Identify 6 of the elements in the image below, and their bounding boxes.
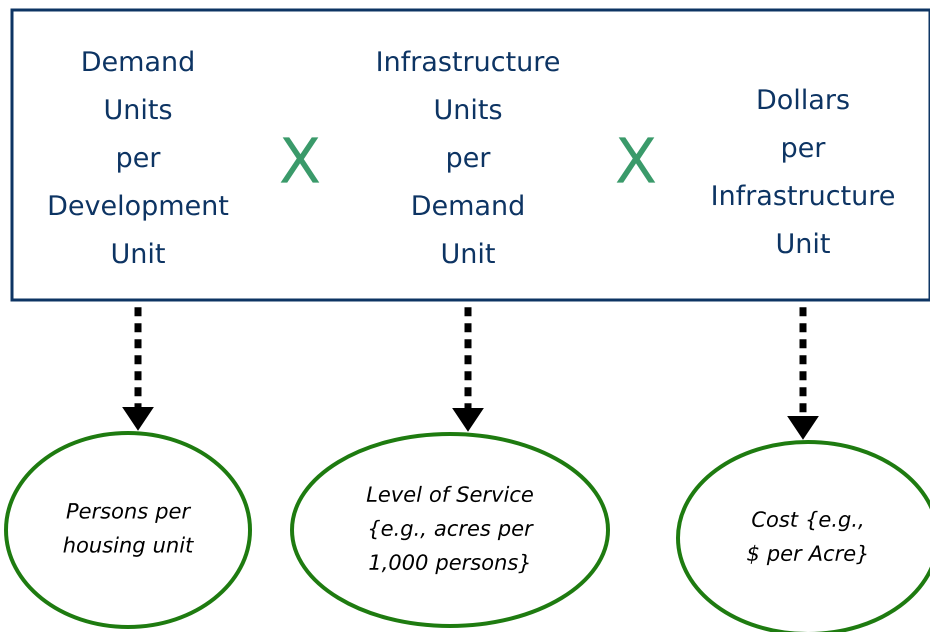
factor-text: Dollars per Infrastructure Unit bbox=[713, 88, 894, 254]
factor-text: Demand Units per Development Unit bbox=[50, 50, 228, 264]
formula-box bbox=[10, 8, 930, 302]
multiply-sign: X bbox=[616, 137, 656, 183]
multiply-sign: X bbox=[280, 137, 320, 183]
factor-text: Infrastructure Units per Demand Unit bbox=[378, 50, 559, 264]
